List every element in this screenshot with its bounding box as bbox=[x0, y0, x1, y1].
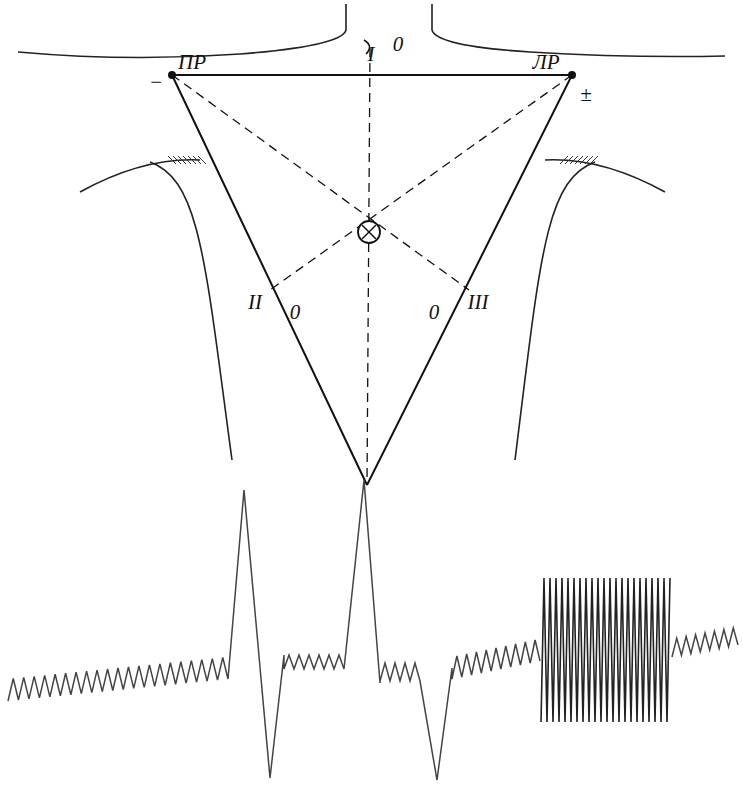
hatch-stroke bbox=[198, 156, 206, 164]
electrode-dot bbox=[568, 71, 576, 79]
ecg-line bbox=[672, 628, 738, 657]
zero-mark: 0 bbox=[427, 301, 442, 324]
polarity-sign: ± bbox=[578, 83, 594, 106]
zero-mark: 0 bbox=[391, 33, 406, 56]
electrode-label: ПР bbox=[176, 51, 208, 74]
torso-outline bbox=[18, 4, 725, 460]
lead-triangle bbox=[172, 40, 572, 485]
lead-label: II bbox=[246, 291, 264, 314]
electrode-dot bbox=[168, 71, 176, 79]
shoulder-hatching bbox=[168, 156, 598, 164]
polarity-sign: − bbox=[147, 71, 165, 94]
hatch-stroke bbox=[590, 156, 598, 164]
lead-label: I bbox=[366, 43, 377, 66]
zero-mark: 0 bbox=[288, 301, 303, 324]
lead-label: III bbox=[466, 291, 491, 314]
electrode-label: ЛР bbox=[530, 51, 561, 74]
calibration-burst bbox=[541, 578, 670, 722]
ecg-trace bbox=[8, 480, 738, 780]
ecg-line bbox=[8, 480, 540, 780]
